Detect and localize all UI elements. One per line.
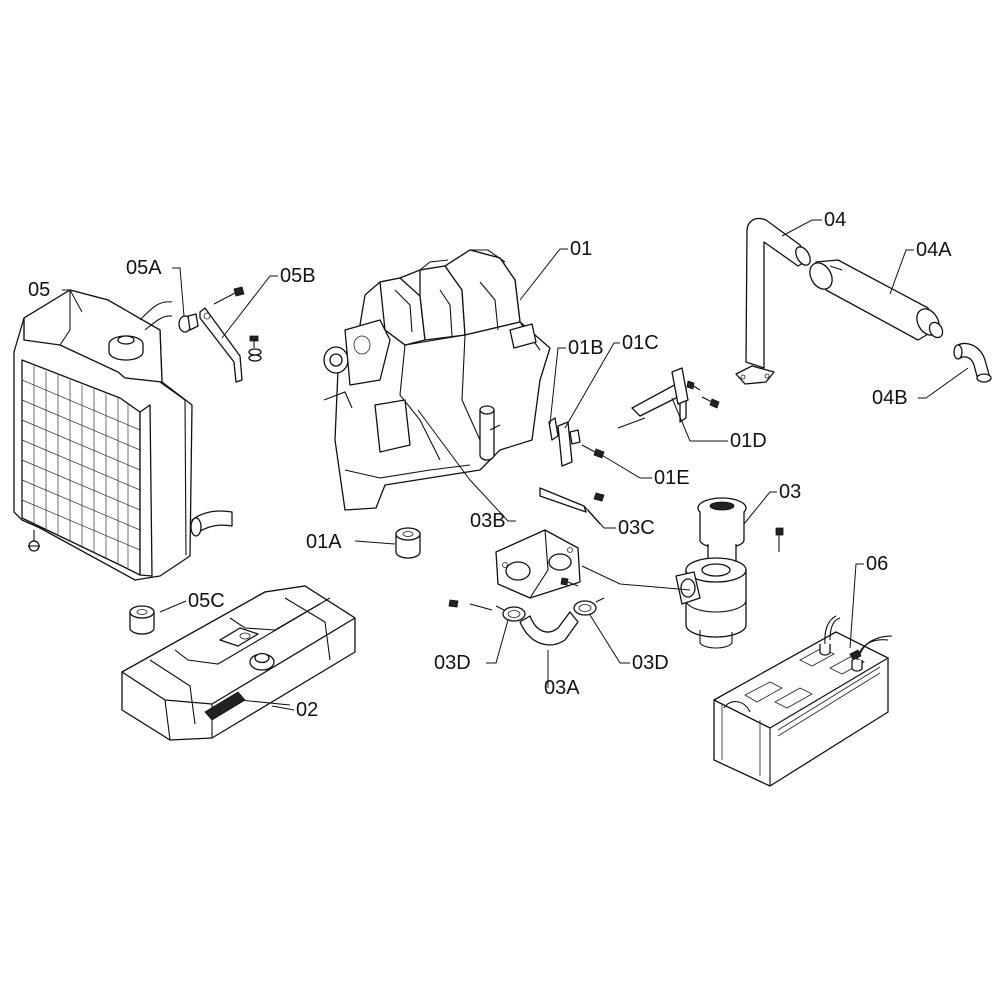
fuel-tank-02 xyxy=(121,585,356,741)
label-01b: 01B xyxy=(568,337,604,359)
label-01a: 01A xyxy=(306,531,342,553)
label-03c: 03C xyxy=(618,517,655,539)
battery-06 xyxy=(713,615,893,787)
radiator-core-fins xyxy=(21,366,141,569)
part-labels: 05 05A 05B 05C 02 01 01A 01B 01C 01D 01E… xyxy=(28,209,952,721)
label-04a: 04A xyxy=(916,239,952,261)
label-03: 03 xyxy=(779,481,801,503)
radiator-05 xyxy=(13,289,233,581)
spacer-01a xyxy=(395,527,421,559)
label-05: 05 xyxy=(28,279,50,301)
exhaust-pipe-04 xyxy=(735,217,811,385)
hose-03a-clamps-03d xyxy=(495,597,605,646)
label-06: 06 xyxy=(866,553,888,575)
bracket-05a-05b xyxy=(178,286,262,383)
label-01d: 01D xyxy=(730,430,767,452)
elbow-04b xyxy=(953,342,992,383)
leader-lines xyxy=(62,219,969,711)
label-01: 01 xyxy=(570,238,592,260)
muffler-04a xyxy=(809,259,944,341)
label-03d-left: 03D xyxy=(434,652,471,674)
label-03d-right: 03D xyxy=(632,652,669,674)
label-03b: 03B xyxy=(470,510,506,532)
air-cleaner-mount-03b-03c xyxy=(448,487,605,611)
spacer-05c xyxy=(129,605,155,635)
label-03a: 03A xyxy=(544,677,580,699)
label-02: 02 xyxy=(296,699,318,721)
label-05b: 05B xyxy=(280,265,316,287)
label-01c: 01C xyxy=(622,332,659,354)
label-05c: 05C xyxy=(188,590,225,612)
label-04: 04 xyxy=(824,209,846,231)
engine-mount-brackets xyxy=(548,367,720,467)
engine-01 xyxy=(323,249,551,511)
label-01e: 01E xyxy=(654,467,690,489)
label-04b: 04B xyxy=(872,387,908,409)
label-05a: 05A xyxy=(126,257,162,279)
air-cleaner-03 xyxy=(675,497,784,649)
